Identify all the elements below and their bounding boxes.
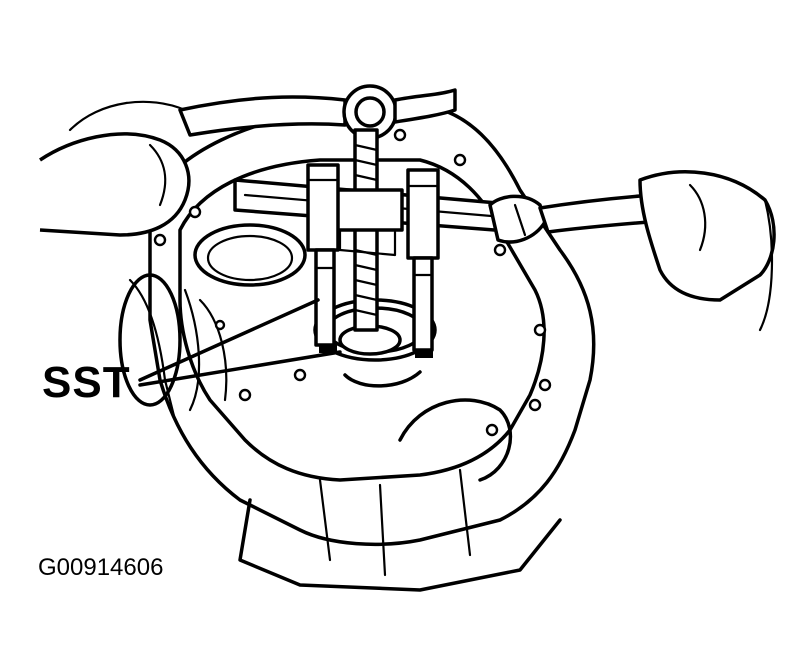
left-hand	[39, 100, 191, 237]
right-hand	[638, 170, 776, 332]
figure-code: G00914606	[38, 554, 164, 581]
box-wrench	[178, 84, 457, 140]
sst-label: SST	[42, 358, 131, 407]
sst-leader-lines	[138, 298, 342, 387]
transmission-case	[118, 103, 596, 592]
